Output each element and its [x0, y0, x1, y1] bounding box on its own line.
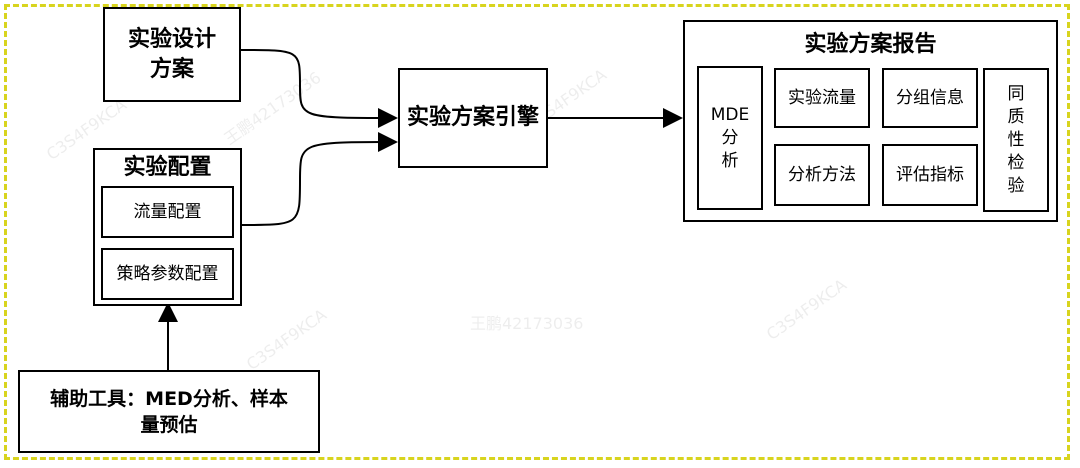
arrow-config-to-engine: [241, 132, 398, 226]
mde-box: MDE 分 析: [697, 66, 763, 210]
engine-label: 实验方案引擎: [406, 105, 539, 130]
arrow-design-to-engine: [239, 49, 398, 128]
metrics-box: 评估指标: [882, 144, 978, 206]
report-container: 实验方案报告 MDE 分 析 实验流量 分组信息 分析方法 评估指标 同 质 性…: [683, 20, 1058, 222]
group-box: 分组信息: [882, 68, 978, 128]
mde-label: MDE 分 析: [710, 104, 750, 171]
design-plan-box: 实验设计 方案: [103, 7, 241, 102]
group-label: 分组信息: [896, 88, 964, 108]
flow-label: 实验流量: [788, 88, 856, 108]
strategy-config-box: 策略参数配置: [101, 248, 234, 300]
config-container: 实验配置 流量配置 策略参数配置: [93, 148, 242, 306]
traffic-config-box: 流量配置: [101, 186, 234, 238]
config-title: 实验配置: [123, 155, 212, 180]
metrics-label: 评估指标: [896, 165, 964, 185]
design-plan-label: 实验设计 方案: [127, 26, 216, 82]
flow-box: 实验流量: [774, 68, 870, 128]
dashed-frame: [4, 4, 1070, 460]
method-label: 分析方法: [788, 165, 856, 185]
tool-label: 辅助工具：MED分析、样本 量预估: [50, 387, 288, 436]
homogeneity-box: 同 质 性 检 验: [983, 68, 1049, 212]
strategy-config-label: 策略参数配置: [116, 264, 219, 284]
homogeneity-label: 同 质 性 检 验: [1007, 83, 1025, 196]
report-title: 实验方案报告: [804, 32, 937, 57]
engine-box: 实验方案引擎: [398, 68, 548, 168]
tool-box: 辅助工具：MED分析、样本 量预估: [18, 370, 320, 453]
traffic-config-label: 流量配置: [133, 202, 202, 222]
method-box: 分析方法: [774, 144, 870, 206]
